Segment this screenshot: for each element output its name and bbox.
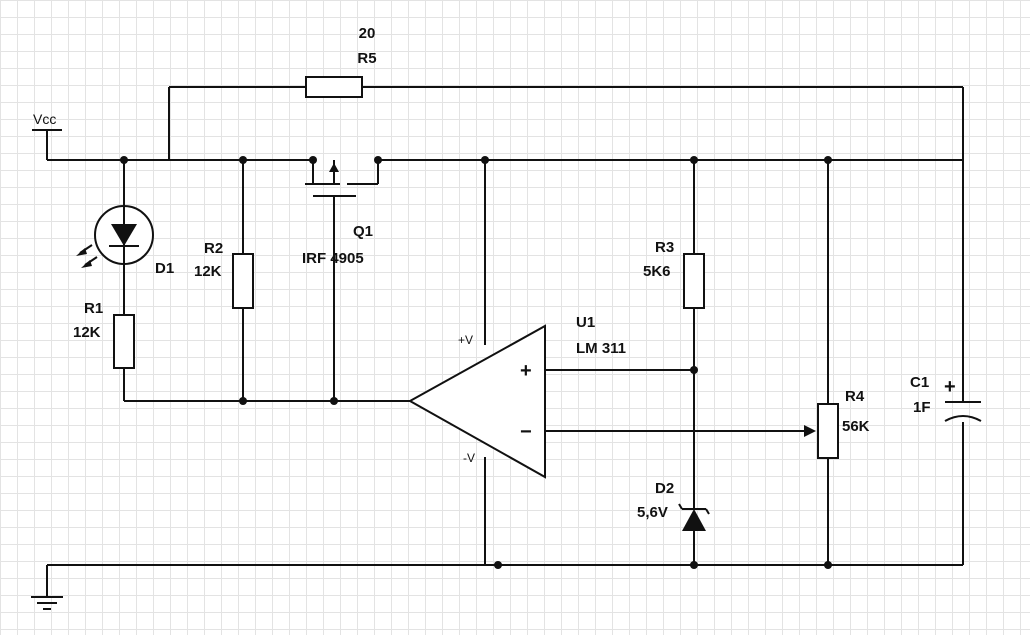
resistor-r1 [113, 314, 135, 369]
wires [31, 86, 964, 610]
u1-vplus-pin: +V [458, 333, 473, 347]
mosfet-q1 [305, 160, 379, 197]
r4-value: 56K [842, 418, 870, 435]
r3-value: 5K6 [643, 263, 671, 280]
u1-ref: U1 [576, 314, 595, 331]
r2-ref: R2 [204, 240, 223, 257]
r3-ref: R3 [655, 239, 674, 256]
c1-ref: C1 [910, 374, 929, 391]
r5-ref: R5 [357, 50, 376, 67]
q1-ref: Q1 [353, 223, 373, 240]
comparator-u1 [407, 324, 546, 479]
r4-ref: R4 [845, 388, 865, 405]
potentiometer-r4 [817, 403, 839, 459]
resistor-r5 [305, 76, 363, 98]
r1-ref: R1 [84, 300, 103, 317]
c1-polarity: + [944, 376, 956, 398]
u1-in-plus: + [520, 360, 532, 382]
c1-value: 1F [913, 399, 931, 416]
d1-ref: D1 [155, 260, 174, 277]
u1-part: LM 311 [576, 340, 626, 357]
u1-in-minus: − [520, 421, 532, 443]
d2-value: 5,6V [637, 504, 668, 521]
u1-vminus-pin: -V [463, 451, 475, 465]
photodiode-d1 [76, 205, 154, 268]
resistor-r2 [232, 253, 254, 309]
r5-value: 20 [359, 25, 376, 42]
r2-value: 12K [194, 263, 222, 280]
resistor-r3 [683, 253, 705, 309]
junctions [120, 156, 832, 569]
capacitor-c1 [944, 401, 982, 422]
d2-ref: D2 [655, 480, 674, 497]
r1-value: 12K [73, 324, 101, 341]
vcc-label: Vcc [33, 111, 56, 127]
zener-diode-d2 [678, 503, 710, 531]
q1-part: IRF 4905 [302, 250, 364, 267]
